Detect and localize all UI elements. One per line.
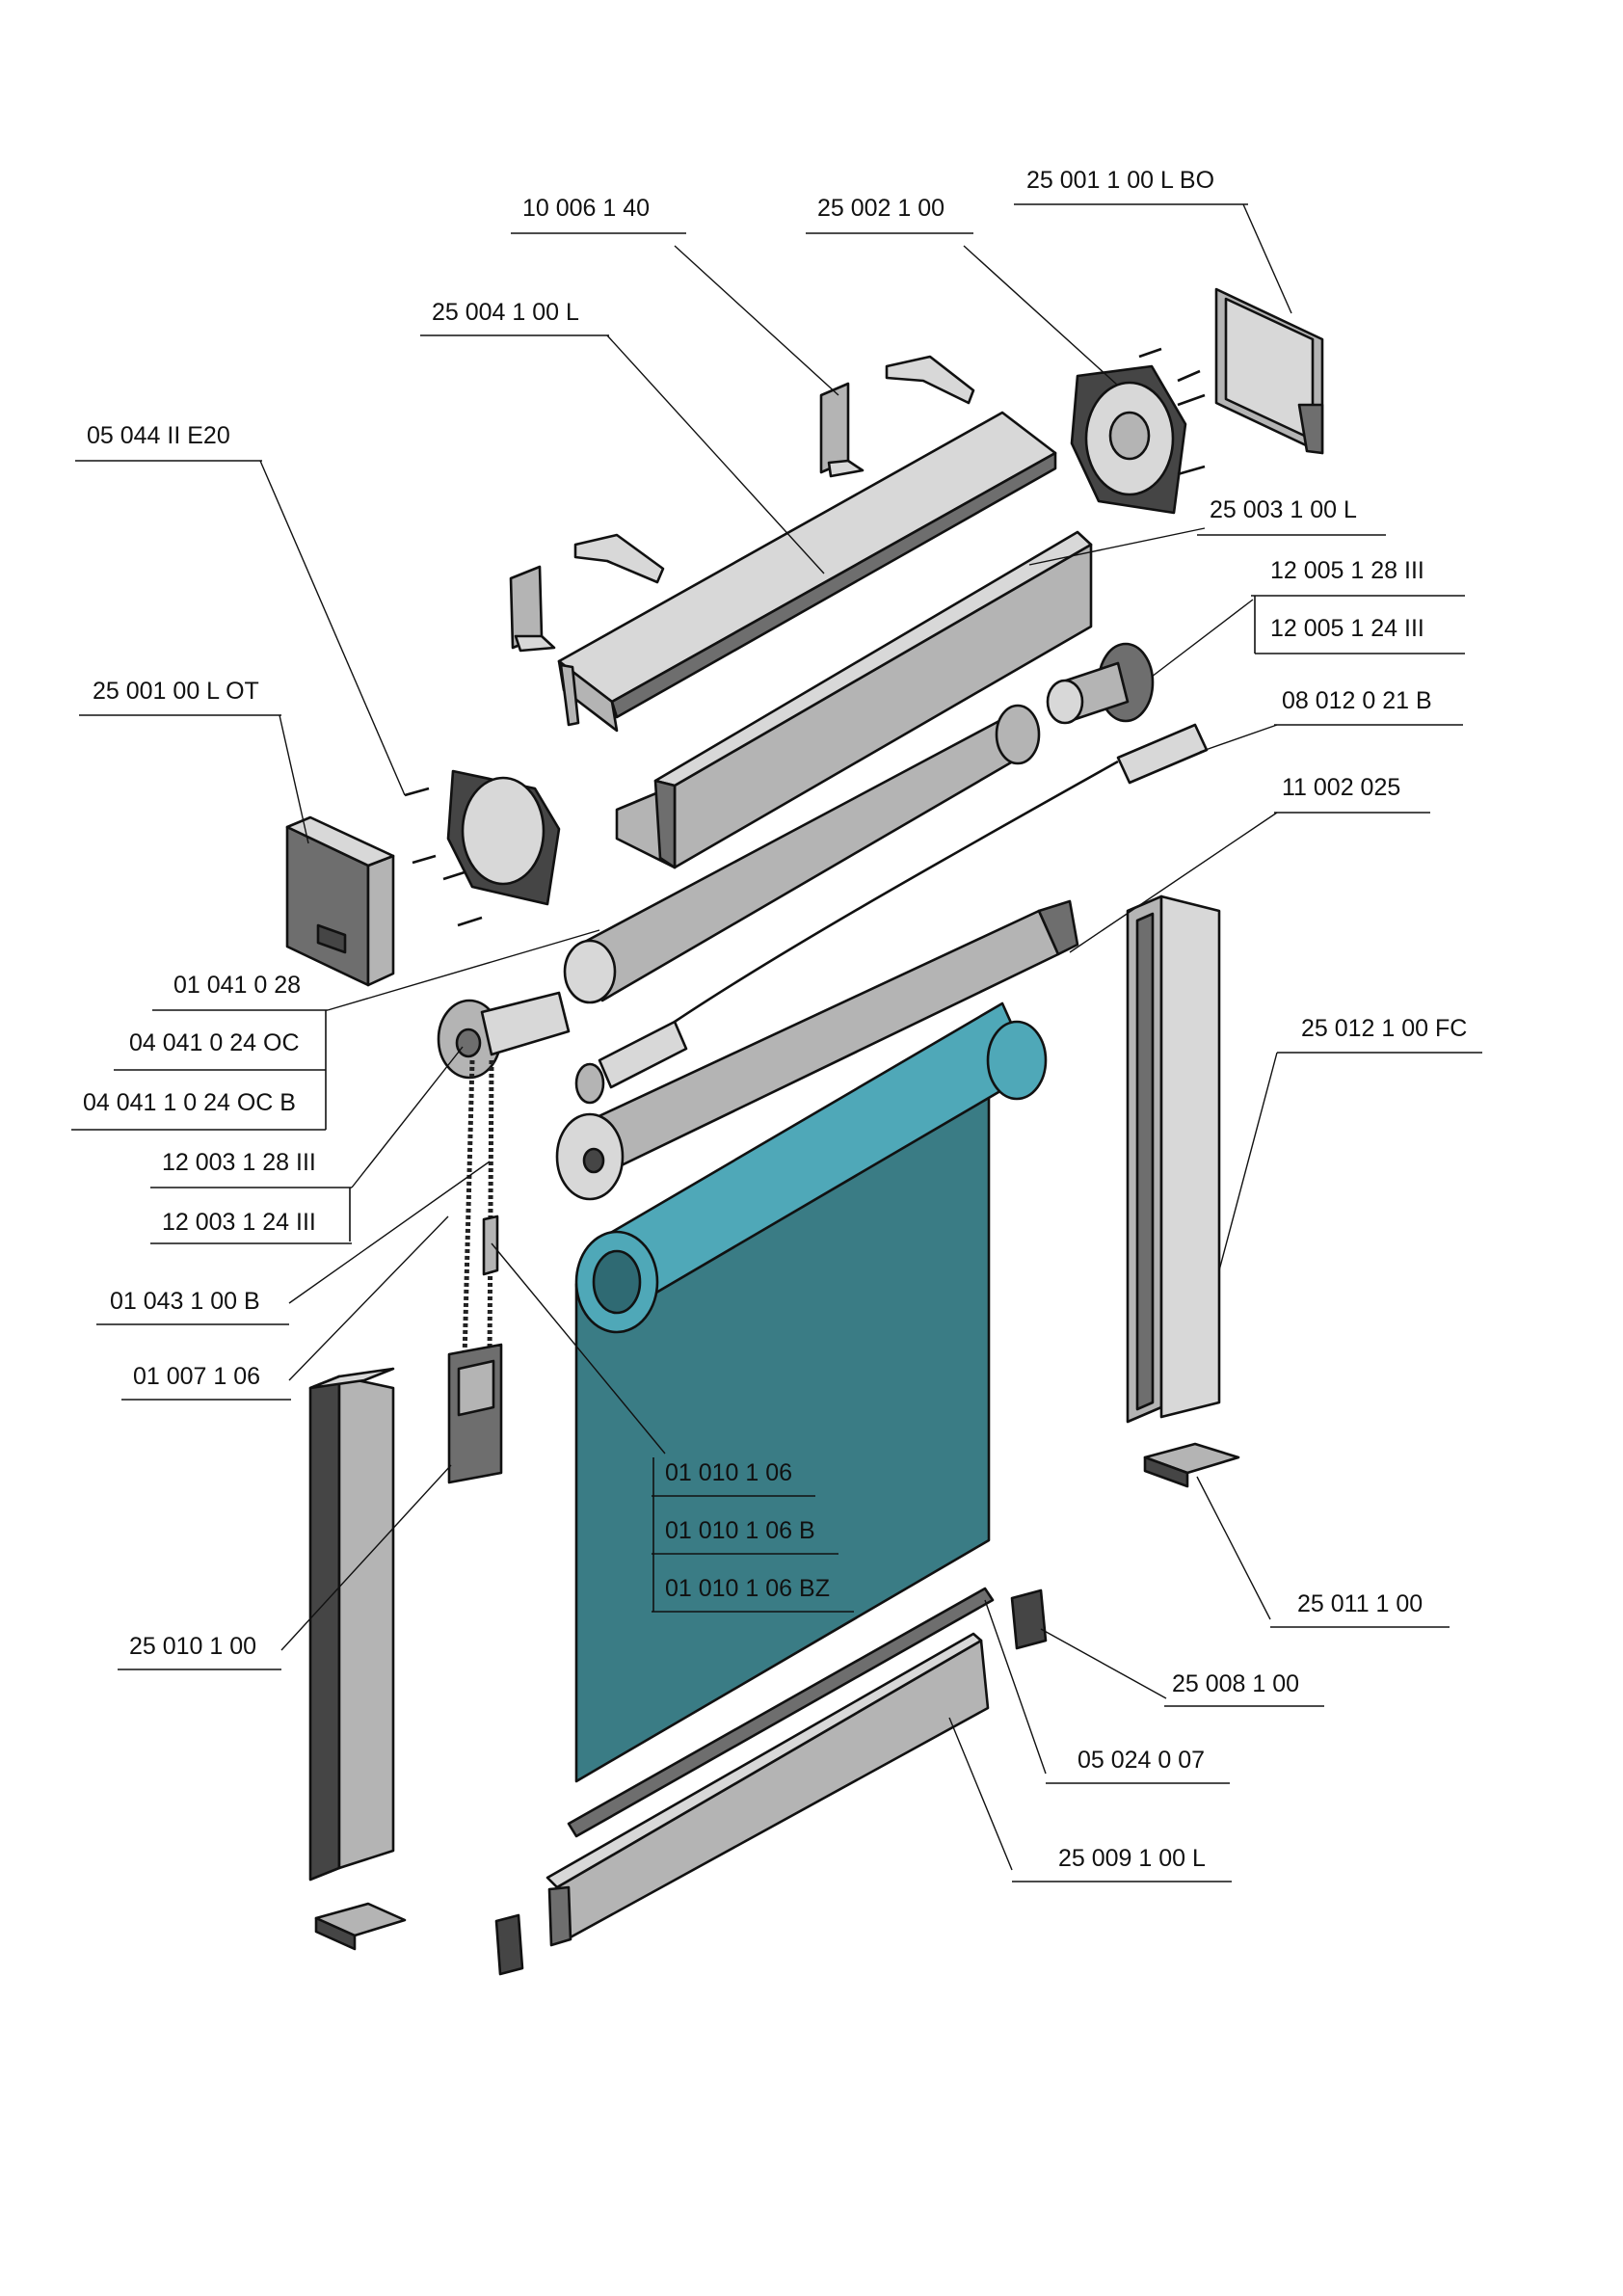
callout-12-003-group: 12 003 1 28 III 12 003 1 24 III: [150, 1149, 352, 1244]
callout-label: 01 007 1 06: [133, 1363, 260, 1390]
callout-label: 05 044 II E20: [87, 422, 230, 449]
callout-label: 01 043 1 00 B: [110, 1288, 260, 1315]
callout-label: 08 012 0 21 B: [1282, 687, 1432, 714]
end-cap-right: [1214, 287, 1324, 455]
side-channel-left: [308, 1367, 395, 1882]
callout-label: 10 006 1 40: [522, 195, 650, 222]
callout-10-006: 10 006 1 40: [511, 195, 686, 234]
callout-label: 12 003 1 24 III: [162, 1209, 316, 1236]
callout-25-004: 25 004 1 00 L: [420, 299, 609, 336]
callout-25-012: 25 012 1 00 FC: [1277, 1015, 1482, 1054]
callout-label: 25 001 00 L OT: [93, 678, 259, 705]
callout-label: 12 003 1 28 III: [162, 1149, 316, 1176]
side-channel-right: [1126, 894, 1221, 1424]
mounting-clip-left-b: [573, 533, 665, 584]
chain-control-unit: [437, 991, 571, 1080]
callout-label: 01 010 1 06 B: [665, 1517, 815, 1544]
mounting-clip-right-b: [885, 355, 975, 405]
callout-label: 25 001 1 00 L BO: [1026, 167, 1214, 194]
callout-25-008: 25 008 1 00: [1164, 1670, 1324, 1707]
callout-25-003: 25 003 1 00 L: [1197, 496, 1386, 536]
bead-chain: [462, 1059, 499, 1360]
bottom-strip: [567, 1587, 995, 1838]
callout-label: 25 009 1 00 L: [1058, 1845, 1206, 1872]
screw-set-right: [1138, 347, 1206, 476]
mounting-clip-right-a: [819, 382, 865, 478]
chain-weight: [447, 1343, 503, 1484]
callout-label: 04 041 0 24 OC: [129, 1029, 300, 1056]
callout-label: 05 024 0 07: [1078, 1747, 1205, 1774]
callout-label: 25 008 1 00: [1172, 1670, 1299, 1697]
callout-25-011: 25 011 1 00: [1270, 1590, 1450, 1628]
callout-25-001-bo: 25 001 1 00 L BO: [1014, 167, 1248, 205]
bracket-left: [446, 769, 561, 906]
channel-cap-right: [1143, 1442, 1240, 1488]
tube-lower: [555, 899, 1079, 1201]
callout-label: 01 010 1 06: [665, 1459, 792, 1486]
callout-01-007: 01 007 1 06: [121, 1363, 291, 1401]
bottom-bar: [545, 1632, 990, 1947]
callout-25-010: 25 010 1 00: [118, 1633, 281, 1670]
callout-11-002: 11 002 025: [1274, 774, 1430, 814]
spring-cable: [574, 723, 1209, 1105]
callout-label: 04 041 1 0 24 OC B: [83, 1089, 296, 1116]
end-cap-bottom-left: [494, 1913, 524, 1976]
headrail-profile: [557, 411, 1057, 733]
leader-lines: [259, 203, 1292, 1871]
callout-05-024: 05 024 0 07: [1046, 1747, 1230, 1784]
callout-08-012: 08 012 0 21 B: [1274, 687, 1463, 726]
screw-set-left: [404, 787, 483, 927]
callout-25-001-ot: 25 001 00 L OT: [79, 678, 281, 716]
idler-end-right: [1046, 642, 1155, 725]
callout-label: 25 002 1 00: [817, 195, 945, 222]
bracket-right: [1070, 364, 1187, 515]
callout-label: 01 010 1 06 BZ: [665, 1575, 830, 1602]
end-cap-bottom-right: [1010, 1589, 1048, 1650]
callout-label: 25 012 1 00 FC: [1301, 1015, 1467, 1042]
callout-12-005-group: 12 005 1 28 III 12 005 1 24 III: [1251, 557, 1465, 654]
callout-25-009: 25 009 1 00 L: [1012, 1845, 1232, 1882]
fabric-roll: [574, 1001, 1048, 1334]
callout-label: 25 011 1 00: [1297, 1590, 1423, 1617]
callout-label: 25 010 1 00: [129, 1633, 256, 1660]
cover-profile: [615, 530, 1093, 869]
tube-upper: [563, 704, 1041, 1004]
callout-01-043: 01 043 1 00 B: [96, 1288, 289, 1325]
callout-25-002: 25 002 1 00: [806, 195, 973, 234]
mounting-clip-left-a: [509, 565, 556, 653]
callout-label: 12 005 1 24 III: [1270, 615, 1424, 642]
callout-label: 11 002 025: [1282, 774, 1400, 801]
channel-cap-left: [314, 1902, 407, 1951]
callout-label: 25 003 1 00 L: [1210, 496, 1357, 523]
callout-05-044: 05 044 II E20: [75, 422, 262, 462]
callout-label: 25 004 1 00 L: [432, 299, 579, 326]
callout-label: 12 005 1 28 III: [1270, 557, 1424, 584]
callout-label: 01 041 0 28: [173, 972, 301, 999]
end-cap-left: [285, 815, 395, 987]
callout-01-041-group: 01 041 0 28 04 041 0 24 OC 04 041 1 0 24…: [71, 972, 328, 1131]
callout-01-010-group: 01 010 1 06 01 010 1 06 B 01 010 1 06 BZ: [652, 1457, 854, 1613]
